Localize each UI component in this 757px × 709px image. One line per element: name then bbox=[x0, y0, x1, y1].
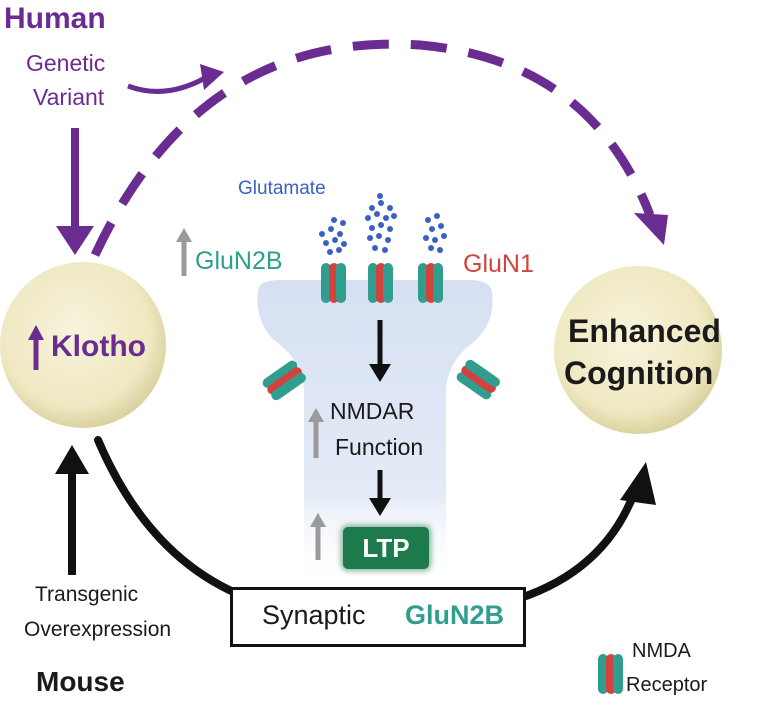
nmda-receptor-1 bbox=[321, 263, 346, 303]
enhanced-cognition-line1: Enhanced bbox=[568, 313, 721, 349]
glun1-label: GluN1 bbox=[463, 250, 534, 278]
genetic-variant-line1: Genetic bbox=[26, 50, 106, 76]
human-to-klotho-arrowhead bbox=[56, 226, 94, 255]
synaptic-label: Synaptic bbox=[262, 600, 366, 630]
nmdar-function-line1: NMDAR bbox=[330, 398, 415, 424]
cognition-arrowhead-black bbox=[620, 462, 656, 505]
human-label: Human bbox=[4, 2, 106, 35]
glutamate-dots bbox=[319, 193, 447, 255]
klotho-up-arrowhead bbox=[28, 325, 44, 340]
dendritic-spine bbox=[257, 280, 493, 585]
klotho-sphere bbox=[0, 262, 166, 428]
human-pathway-dashed-arc bbox=[90, 39, 655, 257]
transgenic-to-klotho-arrowhead bbox=[55, 445, 89, 474]
cognition-arrowhead-purple bbox=[634, 213, 668, 245]
nmdar-to-ltp-arrowhead bbox=[369, 498, 391, 516]
glun2b-up-arrowhead bbox=[176, 228, 192, 242]
enhanced-cognition-line2: Cognition bbox=[564, 355, 714, 391]
nmda-receptor-2 bbox=[368, 263, 393, 303]
mouse-label: Mouse bbox=[36, 666, 125, 697]
nmdar-up-arrowhead bbox=[308, 408, 324, 422]
nmda-receptor-right-wall bbox=[456, 359, 500, 400]
nmda-legend-line1: NMDA bbox=[632, 640, 691, 662]
cognition-sphere bbox=[554, 266, 722, 434]
nmda-receptor-left-wall bbox=[262, 360, 306, 401]
nmda-legend-line2: Receptor bbox=[626, 674, 708, 696]
genetic-variant-arrowhead bbox=[200, 64, 224, 90]
receptor-to-nmdar-arrowhead bbox=[369, 364, 391, 382]
glutamate-label: Glutamate bbox=[238, 178, 326, 199]
synaptic-glun2b-box bbox=[230, 587, 526, 647]
ltp-box: LTP bbox=[343, 527, 429, 569]
nmda-receptor-legend-icon bbox=[598, 654, 623, 694]
nmdar-function-line2: Function bbox=[335, 434, 424, 460]
transgenic-line2: Overexpression bbox=[24, 618, 172, 641]
klotho-label: Klotho bbox=[51, 330, 146, 363]
ltp-up-arrowhead bbox=[310, 513, 326, 527]
glun2b-label: GluN2B bbox=[195, 247, 283, 275]
genetic-variant-arrow bbox=[127, 75, 207, 94]
nmda-receptor-3 bbox=[418, 263, 443, 303]
synaptic-glun2b-label: GluN2B bbox=[405, 600, 505, 630]
genetic-variant-line2: Variant bbox=[33, 84, 105, 110]
transgenic-line1: Transgenic bbox=[35, 583, 139, 606]
